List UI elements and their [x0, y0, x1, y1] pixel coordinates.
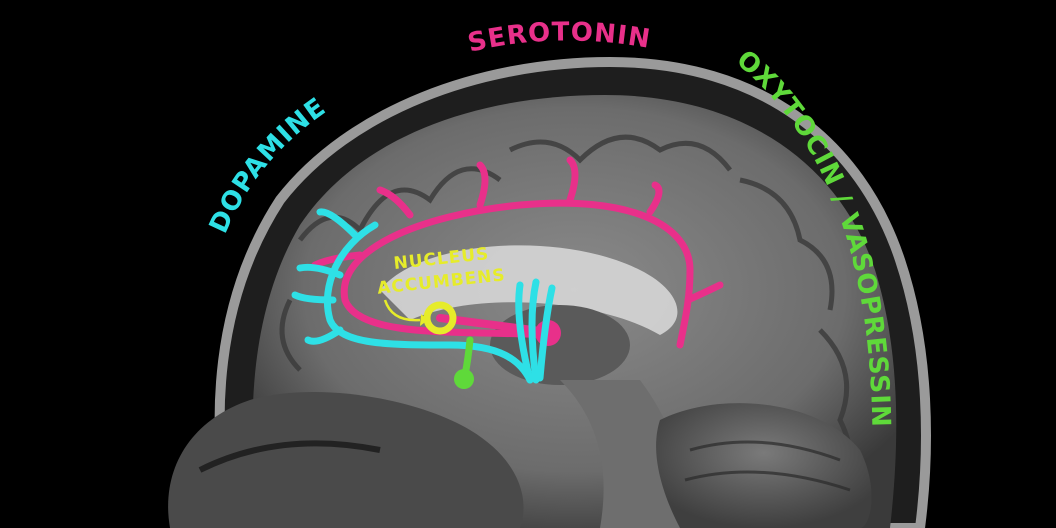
serotonin-branch-5	[684, 281, 724, 304]
dopamine-main-loop	[323, 221, 534, 384]
oxytocin-node	[454, 369, 474, 389]
serotonin-main-loop	[340, 199, 694, 349]
dopamine-branch-4	[304, 326, 344, 345]
face-region	[168, 391, 524, 528]
dopamine-fan-2	[528, 278, 540, 384]
serotonin-branch-6	[311, 251, 364, 269]
serotonin-pathway	[311, 156, 724, 349]
serotonin-branch-4	[646, 181, 663, 216]
dopamine-pathway	[291, 208, 556, 384]
corpus-callosum	[380, 245, 678, 335]
thalamus	[490, 305, 630, 385]
dopamine-fan-1	[515, 281, 534, 384]
brainstem	[560, 380, 690, 528]
nucleus-arrowhead	[420, 314, 428, 326]
serotonin-label-text: SEROTONIN	[465, 17, 652, 58]
dopamine-branch-1	[316, 208, 359, 239]
dopamine-branch-2	[296, 263, 344, 279]
serotonin-branch-3	[566, 156, 579, 204]
nucleus-pointer-arrow	[383, 299, 421, 322]
dopamine-branch-3	[291, 291, 337, 304]
serotonin-branch-2	[476, 161, 489, 209]
serotonin-label: SEROTONIN	[465, 17, 653, 58]
cerebellum	[656, 403, 872, 528]
oxytocin-pathway	[454, 336, 474, 389]
dopamine-fan-3	[536, 284, 556, 382]
nucleus-accumbens-ring	[423, 301, 457, 335]
serotonin-branch-1	[376, 186, 414, 219]
